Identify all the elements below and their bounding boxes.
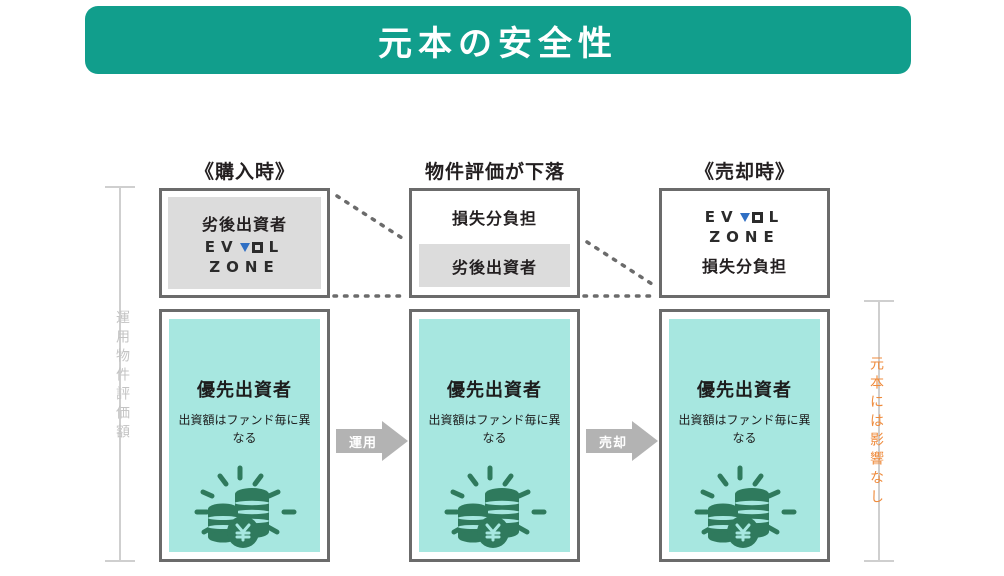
logo-triangle-icon (239, 243, 250, 252)
top-box-sale: E V L ZONE 損失分負担 (659, 188, 830, 298)
axis-cap-bottom (105, 560, 135, 562)
logo-letter-e: E (204, 238, 222, 256)
evolzone-logo: E V L ZONE (704, 207, 785, 246)
axis-line (878, 300, 880, 562)
right-axis-label: 元本には影響なし (868, 356, 884, 508)
loss-sharing-label: 損失分負担 (701, 256, 787, 276)
subordinated-investor-band: 劣後出資者 (419, 244, 570, 287)
arrow-label-sale: 売却 (598, 436, 627, 451)
right-axis-bracket (860, 300, 900, 562)
top-box-valuation-drop: 損失分負担 劣後出資者 (409, 188, 580, 298)
axis-cap-bottom (864, 560, 894, 562)
bottom-box-valuation-drop: 優先出資者 出資額はファンド毎に異なる (409, 309, 580, 562)
logo-letter-o (251, 242, 263, 253)
coin-stack-yen-icon (444, 465, 546, 548)
preferred-investor-note: 出資額はファンド毎に異なる (428, 413, 561, 445)
subordinated-investor-label: 劣後出資者 (451, 257, 537, 277)
sale-box-content: E V L ZONE 損失分負担 (662, 191, 827, 295)
arrow-sale: 売却 (586, 421, 658, 461)
axis-line (119, 186, 121, 562)
subordinated-investor-label: 劣後出資者 (201, 215, 287, 234)
logo-letter-v: V (221, 238, 239, 256)
logo-line-evol: E V L (205, 240, 284, 255)
logo-letter-v: V (721, 207, 739, 226)
arrow-shape (586, 421, 658, 461)
preferred-investor-note: 出資額はファンド毎に異なる (178, 413, 311, 445)
page-title: 元本の安全性 (378, 23, 618, 64)
logo-triangle-icon (739, 212, 750, 222)
logo-letter-l: L (768, 207, 785, 226)
preferred-investor-label: 優先出資者 (197, 380, 292, 401)
evolzone-logo: E V L ZONE (205, 240, 284, 275)
bottom-box-sale: 優先出資者 出資額はファンド毎に異なる (659, 309, 830, 562)
top-box-purchase: 劣後出資者 E V L ZONE (159, 188, 330, 298)
logo-letter-o (751, 211, 763, 223)
preferred-investor-panel: 優先出資者 出資額はファンド毎に異なる (669, 319, 820, 552)
logo-line-zone: ZONE (209, 258, 280, 276)
coin-stack-yen-icon (194, 465, 296, 548)
logo-letter-l: L (268, 238, 285, 256)
column-header-purchase: 《購入時》 (194, 161, 295, 183)
left-axis-label: 運用物件評価額 (114, 310, 130, 443)
logo-line-zone: ZONE (709, 227, 780, 246)
column-header-valuation-drop: 物件評価が下落 (424, 161, 565, 183)
preferred-investor-label: 優先出資者 (697, 380, 792, 401)
coin-stack-yen-icon (694, 465, 796, 548)
arrow-label-operation: 運用 (348, 436, 377, 451)
title-banner: 元本の安全性 (85, 6, 911, 74)
logo-letter-e: E (704, 207, 722, 226)
bottom-box-purchase: 優先出資者 出資額はファンド毎に異なる (159, 309, 330, 562)
preferred-investor-panel: 優先出資者 出資額はファンド毎に異なる (169, 319, 320, 552)
logo-line-evol: E V L (704, 207, 785, 226)
arrow-shape (336, 421, 408, 461)
arrow-operation: 運用 (336, 421, 408, 461)
preferred-investor-panel: 優先出資者 出資額はファンド毎に異なる (419, 319, 570, 552)
subordinated-investor-panel: 劣後出資者 E V L ZONE (168, 197, 321, 289)
preferred-investor-label: 優先出資者 (447, 380, 542, 401)
loss-sharing-label: 損失分負担 (451, 209, 537, 228)
column-header-sale: 《売却時》 (694, 161, 795, 183)
preferred-investor-note: 出資額はファンド毎に異なる (678, 413, 811, 445)
left-axis-bracket (105, 186, 145, 562)
